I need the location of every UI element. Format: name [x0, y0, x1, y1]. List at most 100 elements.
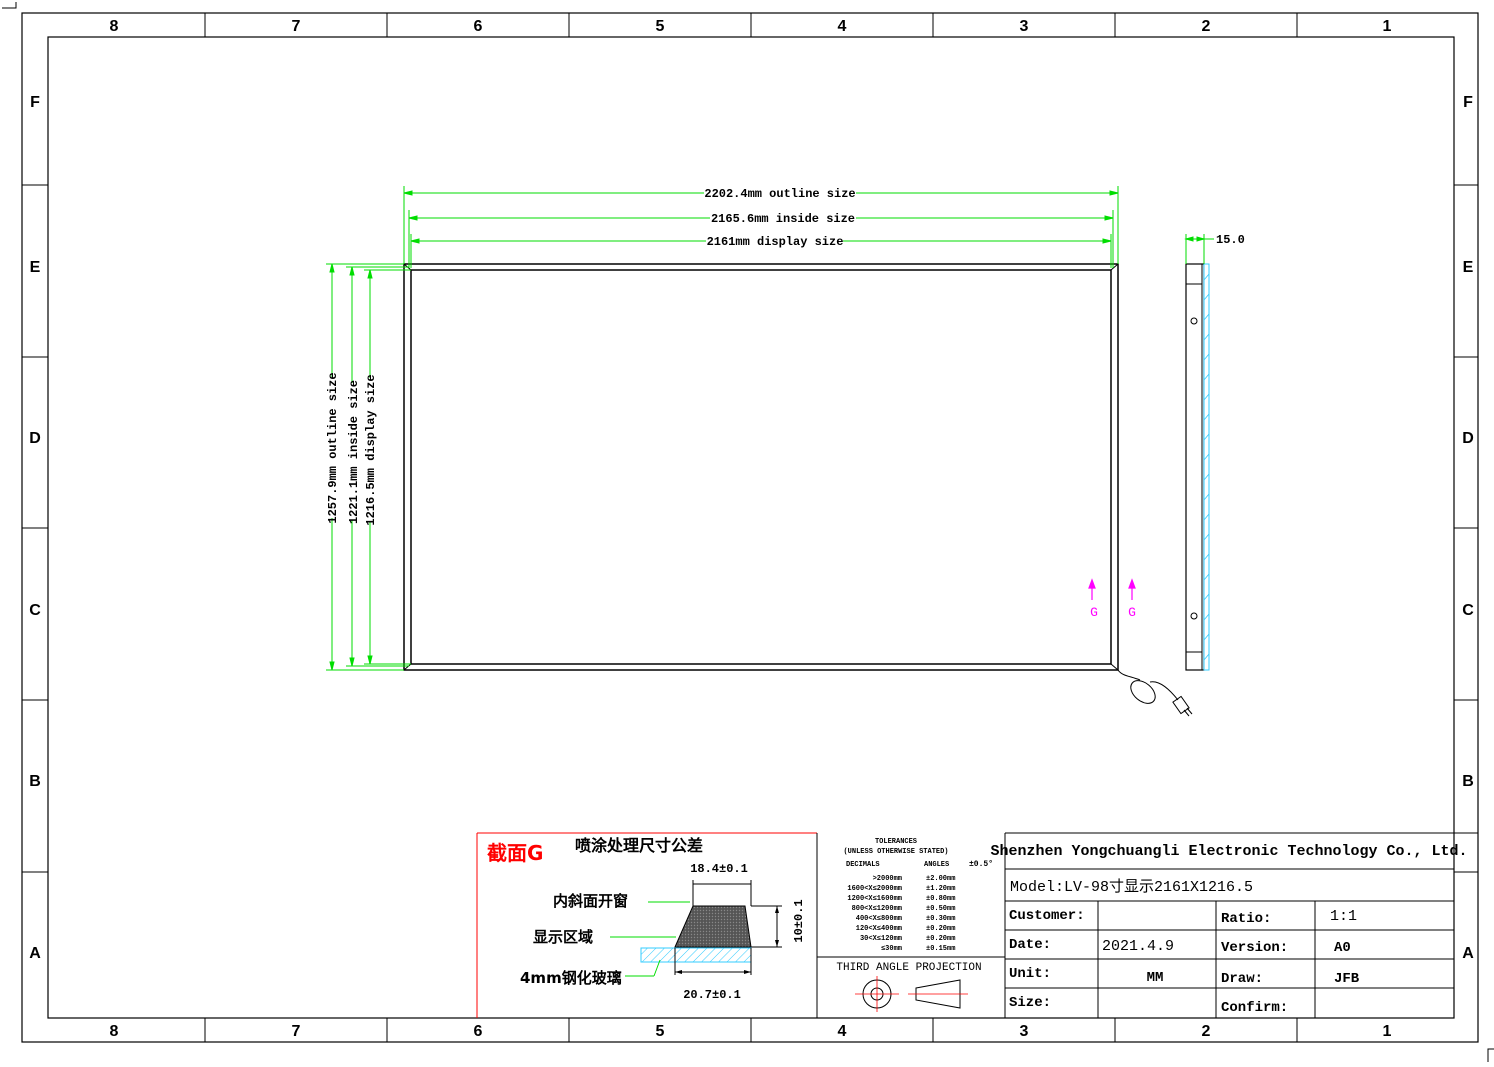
zone-col-7: 7: [292, 18, 301, 35]
zone-row-b: B: [29, 773, 41, 790]
tol-range: 1600<X≤2000mm: [847, 885, 902, 893]
tol-value: ±1.20mm: [926, 885, 955, 893]
projection-label: THIRD ANGLE PROJECTION: [836, 962, 981, 974]
zone-col-2-bottom: 2: [1202, 1023, 1211, 1040]
dim-display-height: 1216.5mm display size: [364, 374, 378, 525]
tol-value: ±0.30mm: [926, 915, 955, 923]
customer-label: Customer:: [1009, 908, 1085, 924]
date-value: 2021.4.9: [1102, 938, 1174, 955]
zone-row-c: C: [29, 602, 41, 619]
dim-thickness: 15.0: [1216, 233, 1245, 247]
zone-col-8-bottom: 8: [110, 1023, 119, 1040]
label-tempered-glass: 4mm钢化玻璃: [520, 969, 622, 987]
front-view-panel: [403, 263, 1119, 671]
screw-icon: [1190, 317, 1198, 325]
coated-window-shape: [674, 905, 752, 948]
company-name: Shenzhen Yongchuangli Electronic Technol…: [990, 843, 1467, 860]
tol-col-angles: ANGLES: [924, 861, 949, 869]
section-drawing: [610, 880, 782, 977]
zone-col-6-bottom: 6: [474, 1023, 483, 1040]
zone-row-a-right: A: [1462, 945, 1474, 962]
draw-label: Draw:: [1221, 971, 1263, 987]
section-detail: [476, 832, 818, 1018]
section-detail-title: 截面G: [487, 841, 543, 865]
zone-col-8: 8: [110, 18, 119, 35]
version-label: Version:: [1221, 940, 1288, 956]
zone-col-2: 2: [1202, 18, 1211, 35]
side-glass-hatch: [1203, 263, 1210, 671]
unit-label: Unit:: [1009, 966, 1051, 982]
tol-value: ±0.80mm: [926, 895, 955, 903]
zone-row-f: F: [30, 94, 40, 111]
projection-symbol-icon: [855, 976, 968, 1012]
zone-col-1-bottom: 1: [1383, 1023, 1392, 1040]
screw-icon: [1190, 612, 1198, 620]
size-label: Size:: [1009, 995, 1051, 1011]
tol-range: >2000mm: [873, 875, 902, 883]
date-label: Date:: [1009, 937, 1051, 953]
section-g-markers: [1088, 578, 1136, 600]
tol-col-decimals: DECIMALS: [846, 861, 880, 869]
section-marker-g-right: G: [1128, 605, 1136, 620]
ratio-label: Ratio:: [1221, 911, 1271, 927]
side-frame: [1185, 263, 1205, 671]
tolerance-block: [817, 833, 1006, 1018]
width-dimensions: [403, 186, 1119, 268]
ratio-value: 1:1: [1330, 908, 1357, 925]
outer-frame: [21, 12, 1479, 1043]
power-cable: [1117, 669, 1193, 717]
version-value: A0: [1334, 940, 1351, 956]
tol-subtitle: (UNLESS OTHERWISE STATED): [843, 848, 948, 856]
section-bottom-dim: 20.7±0.1: [683, 988, 741, 1002]
section-detail-subtitle: 喷涂处理尺寸公差: [575, 836, 703, 855]
zone-labels-top: 8 7 6 5 4 3 2 1: [110, 18, 1392, 35]
zone-row-d-right: D: [1462, 430, 1474, 447]
label-display-area: 显示区域: [533, 928, 593, 946]
label-bevel-window: 内斜面开窗: [553, 892, 628, 910]
inner-frame: [47, 36, 1455, 1019]
zone-col-5-bottom: 5: [656, 1023, 665, 1040]
unit-value: MM: [1147, 970, 1164, 986]
zone-labels-bottom: 8 7 6 5 4 3 2 1: [110, 1023, 1392, 1040]
zone-col-1: 1: [1383, 18, 1392, 35]
side-view: [1184, 234, 1214, 671]
tol-angle-value: ±0.5°: [969, 860, 993, 869]
zone-row-e-right: E: [1463, 259, 1474, 276]
zone-col-4: 4: [838, 18, 847, 35]
model-text: Model:LV-98寸显示2161X1216.5: [1010, 878, 1253, 896]
tol-value: ±0.50mm: [926, 905, 955, 913]
dim-outline-height: 1257.9mm outline size: [326, 372, 340, 523]
dim-display-width: 2161mm display size: [707, 235, 844, 249]
section-marker-g-left: G: [1090, 605, 1098, 620]
tol-range: ≤30mm: [881, 945, 902, 953]
dim-inside-height: 1221.1mm inside size: [347, 380, 361, 524]
tol-range: 120<X≤400mm: [856, 925, 902, 933]
zone-labels-right: F E D C B A: [1462, 94, 1474, 962]
zone-col-7-bottom: 7: [292, 1023, 301, 1040]
dim-inside-width: 2165.6mm inside size: [711, 212, 855, 226]
tol-rows: >2000mm ±2.00mm 1600<X≤2000mm ±1.20mm 12…: [847, 875, 955, 953]
zone-row-d: D: [29, 430, 41, 447]
panel-inner: [410, 269, 1112, 665]
height-dimensions: [326, 263, 411, 671]
section-side-dim: 10±0.1: [792, 899, 806, 942]
confirm-label: Confirm:: [1221, 1000, 1288, 1016]
corner-mark-top-left: [2, 2, 17, 9]
tol-range: 1200<X≤1600mm: [847, 895, 902, 903]
tol-value: ±0.20mm: [926, 925, 955, 933]
draw-value: JFB: [1334, 971, 1360, 987]
tempered-glass-shape: [640, 947, 752, 963]
zone-row-a: A: [29, 945, 41, 962]
zone-col-4-bottom: 4: [838, 1023, 847, 1040]
dim-outline-width: 2202.4mm outline size: [704, 187, 855, 201]
tol-range: 30<X≤120mm: [860, 935, 902, 943]
zone-row-e: E: [30, 259, 41, 276]
zone-row-c-right: C: [1462, 602, 1474, 619]
zone-row-f-right: F: [1463, 94, 1473, 111]
zone-col-5: 5: [656, 18, 665, 35]
tol-title: TOLERANCES: [875, 838, 917, 846]
tol-value: ±2.00mm: [926, 875, 955, 883]
zone-col-3: 3: [1020, 18, 1029, 35]
zone-col-6: 6: [474, 18, 483, 35]
